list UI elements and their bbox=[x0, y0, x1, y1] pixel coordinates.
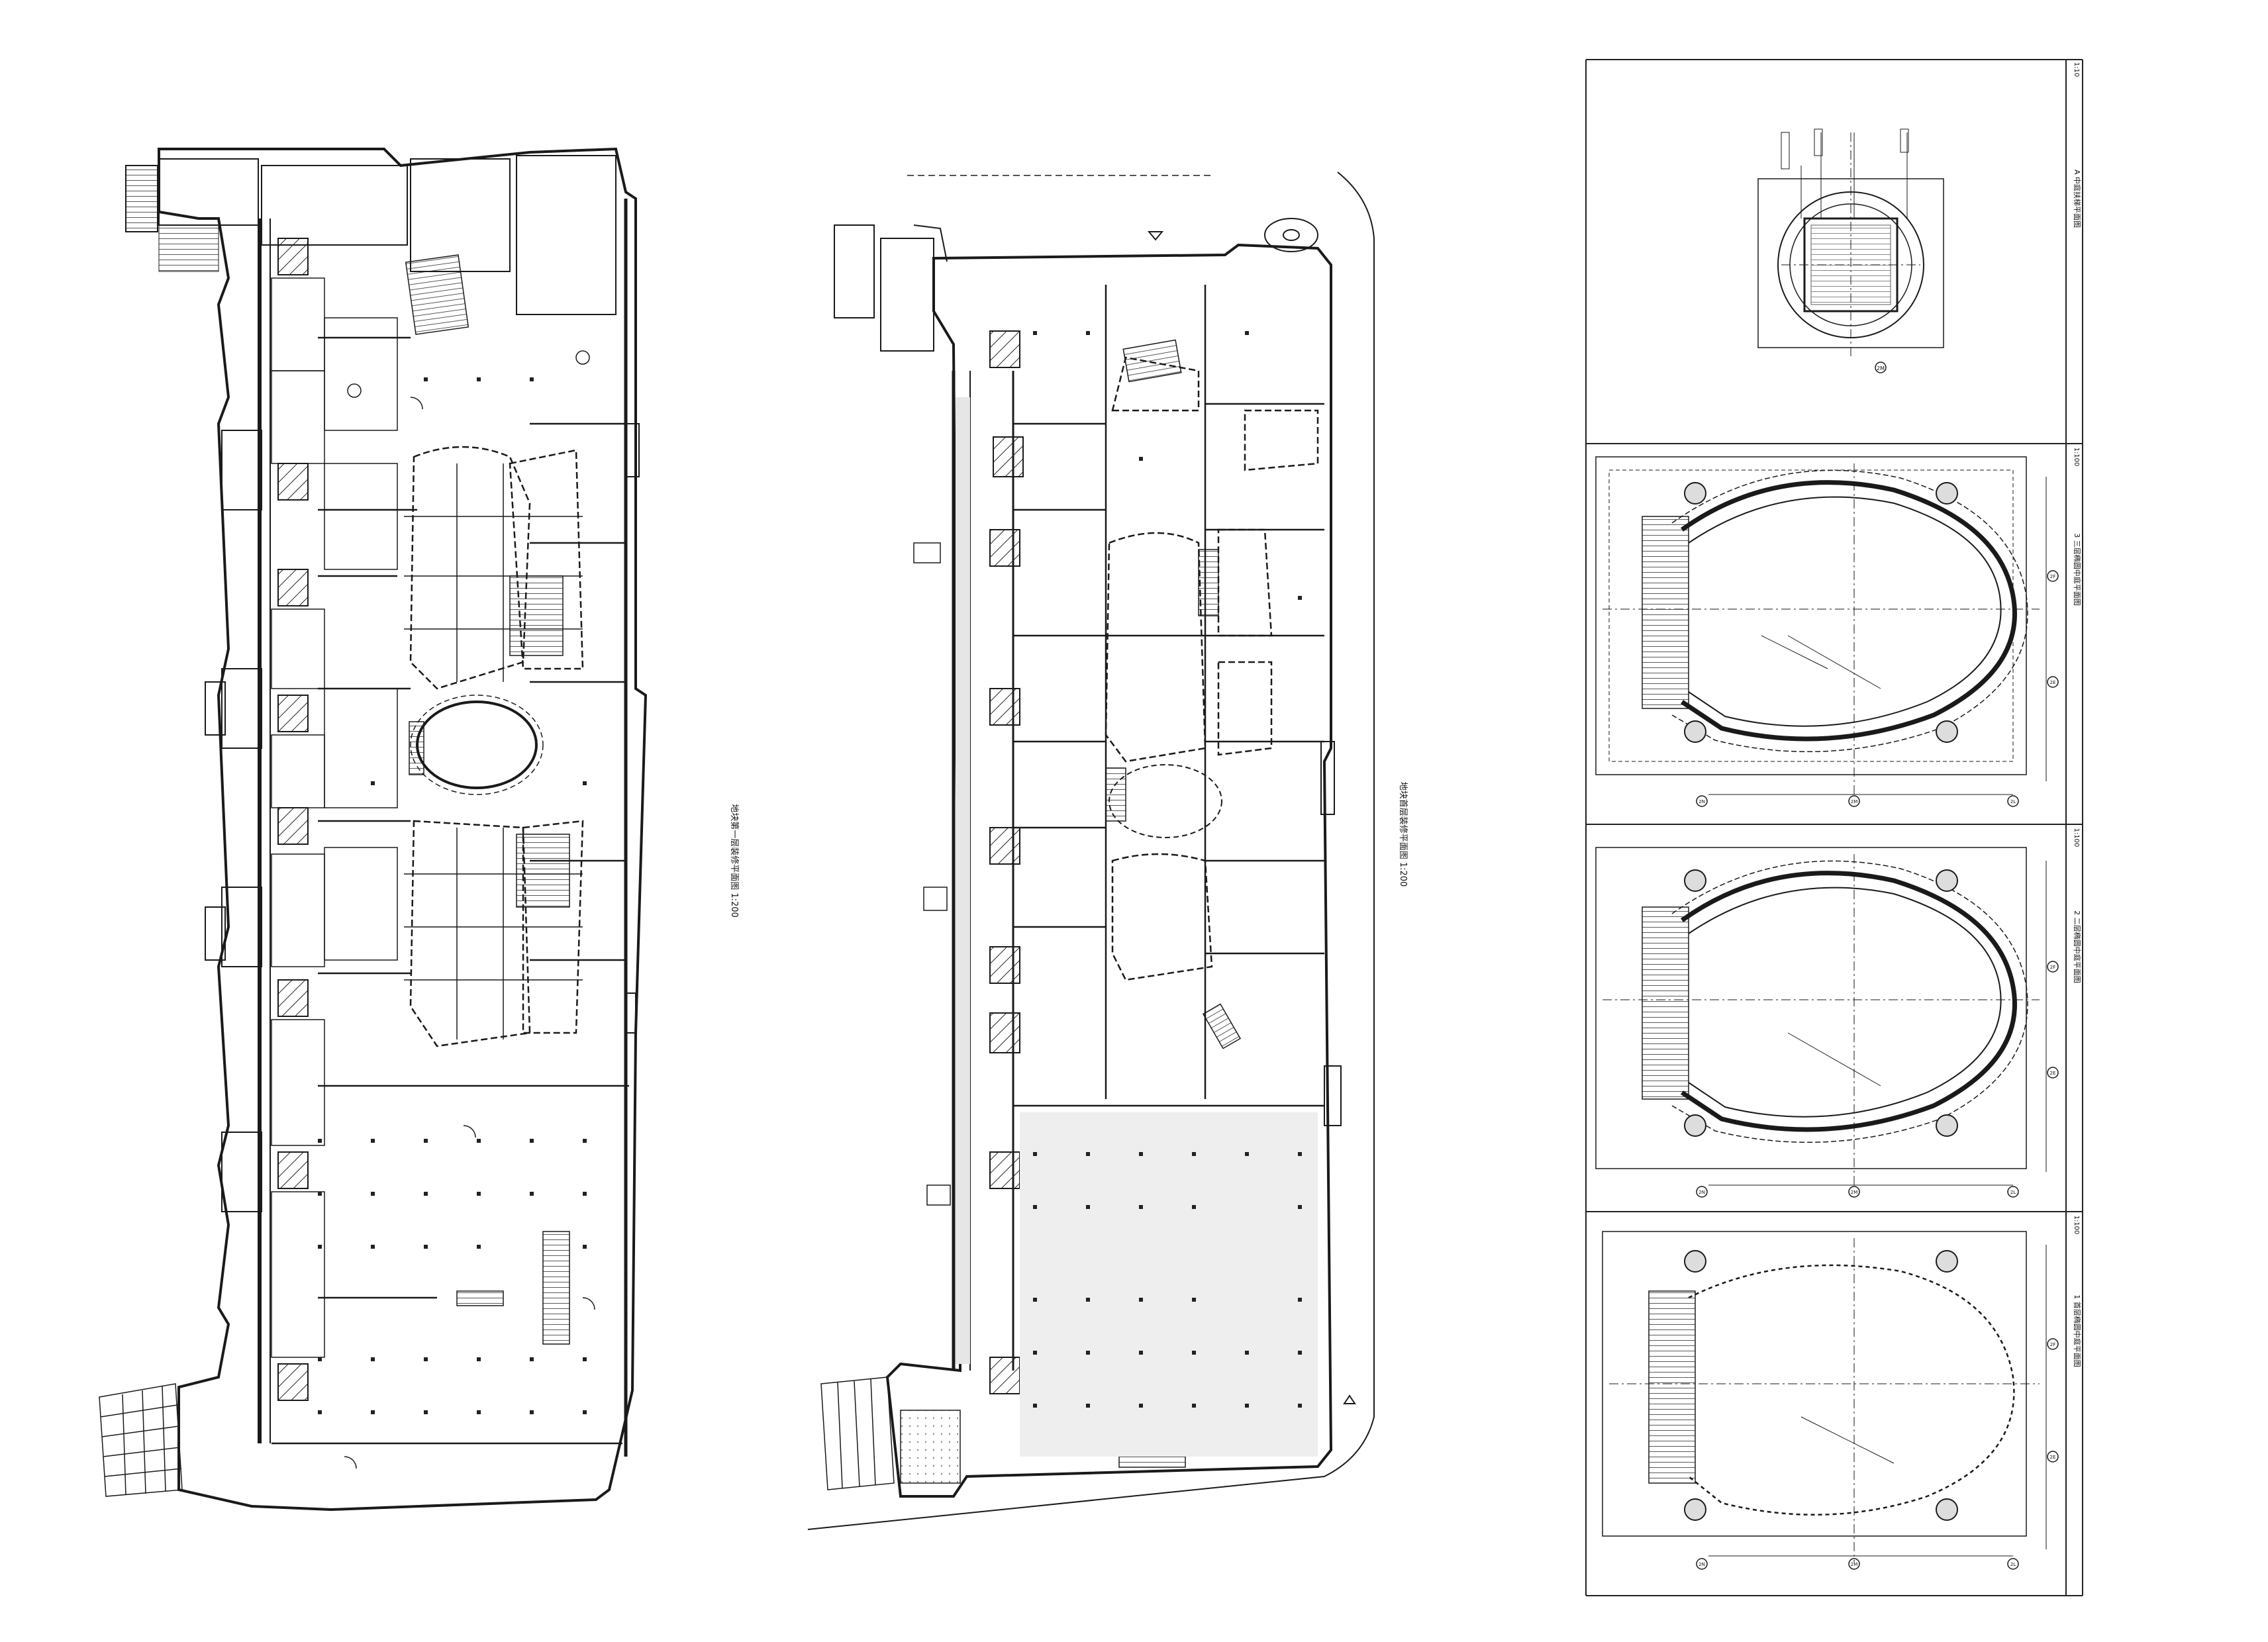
detail-2-grid-bottom: 2E bbox=[2050, 680, 2056, 685]
detail-3-oval-outer bbox=[1680, 871, 2017, 1132]
left-floor-plan bbox=[99, 147, 648, 1512]
detail-1-axis: 2M bbox=[1877, 365, 1885, 371]
middle-plan-lower-hall bbox=[1020, 1112, 1318, 1457]
left-plan-entry-ramp bbox=[99, 1383, 183, 1497]
detail-3-axis-left: 2N bbox=[1699, 1190, 1705, 1195]
left-plan-outline bbox=[158, 147, 648, 1512]
detail-2-oval-atrium bbox=[1595, 456, 2059, 807]
detail-sheet-frame bbox=[1585, 59, 2083, 1596]
detail-2-scale: 1:100 bbox=[2073, 448, 2080, 467]
left-plan-central-atrium bbox=[416, 700, 538, 789]
middle-floor-plan bbox=[807, 171, 1375, 1530]
detail-3-grid-bottom: 2E bbox=[2050, 1071, 2056, 1076]
detail-2-title: 3 三层椭圆中庭平面图 bbox=[2073, 533, 2082, 606]
detail-3-axis-right: 2L bbox=[2010, 1190, 2016, 1195]
detail-2-axis-left: 2N bbox=[1699, 799, 1705, 804]
detail-1-escalator-plan bbox=[1757, 128, 1944, 373]
detail-3-axis-mid: 2M bbox=[1851, 1190, 1858, 1195]
middle-plan-site-boundary bbox=[807, 171, 1375, 1530]
detail-2-oval-outer bbox=[1680, 480, 2017, 742]
detail-3-scale: 1:100 bbox=[2073, 828, 2080, 847]
detail-4-oval-atrium bbox=[1602, 1231, 2059, 1570]
left-plan-column-grid bbox=[318, 377, 587, 1414]
detail-2-axis-mid: 2M bbox=[1851, 799, 1858, 804]
detail-2-axis-right: 2L bbox=[2010, 799, 2016, 804]
detail-3-grid-top: 2F bbox=[2050, 965, 2055, 970]
detail-4-axis-left: 2N bbox=[1699, 1562, 1705, 1567]
detail-1-scale: 1:10 bbox=[2073, 62, 2080, 77]
detail-1-title: A 中庭扶梯平面图 bbox=[2073, 169, 2082, 228]
detail-4-axis-mid: 2M bbox=[1851, 1562, 1858, 1567]
detail-2-grid-top: 2F bbox=[2050, 574, 2055, 579]
detail-3-title: 2 二层椭圆中庭平面图 bbox=[2073, 910, 2082, 983]
detail-4-grid-top: 2F bbox=[2050, 1342, 2055, 1347]
detail-4-axis-right: 2L bbox=[2010, 1562, 2016, 1567]
detail-3-oval-atrium bbox=[1595, 847, 2059, 1198]
left-plan-caption: 地块第一层装修平面图 1:200 bbox=[729, 804, 739, 918]
detail-4-grid-bottom: 2E bbox=[2050, 1455, 2056, 1460]
detail-4-oval-outline bbox=[1688, 1264, 2015, 1516]
middle-plan-caption: 地块首层装修平面图 1:200 bbox=[1398, 782, 1408, 887]
detail-4-title: 1 首层椭圆中庭平面图 bbox=[2073, 1294, 2082, 1367]
detail-4-scale: 1:100 bbox=[2073, 1216, 2080, 1235]
